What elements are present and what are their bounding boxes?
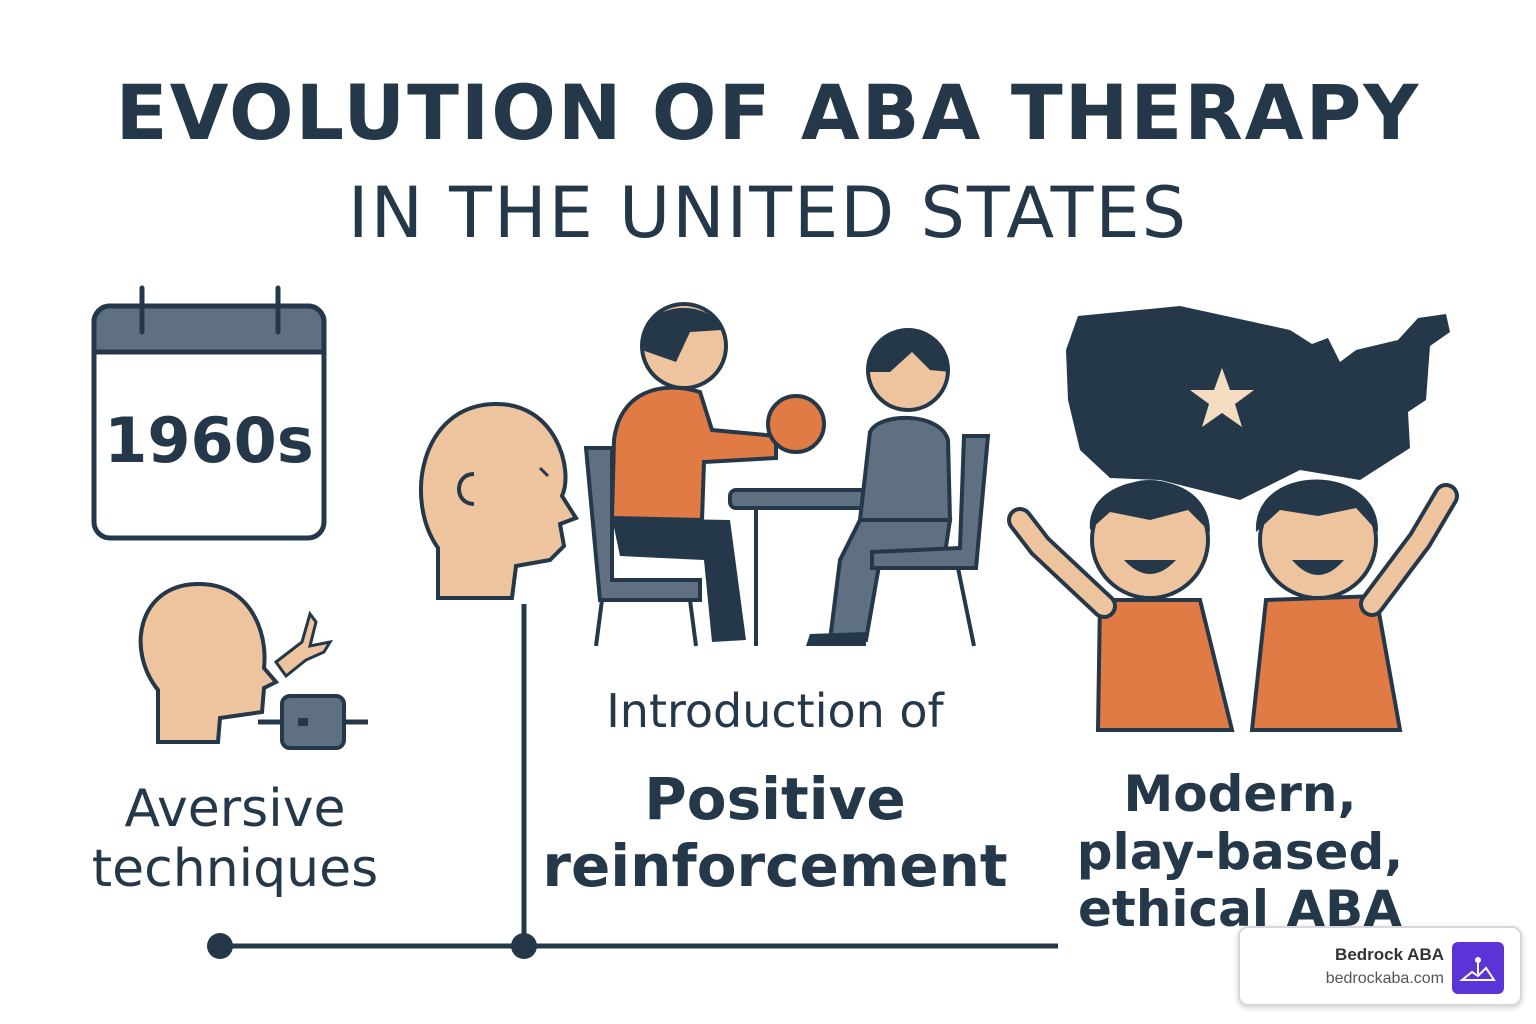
head-icon: [419, 401, 580, 600]
happy-children-icon: [1007, 479, 1459, 732]
star-icon: [1190, 368, 1254, 427]
brand-badge[interactable]: Bedrock ABA bedrockaba.com: [1238, 926, 1522, 1006]
brand-name: Bedrock ABA: [1335, 945, 1444, 964]
stage-positive-label: Positive reinforcement: [542, 765, 1008, 900]
timeline-node-1: [207, 933, 233, 959]
stage-modern-label: Modern, play-based, ethical ABA: [1076, 765, 1404, 938]
brand-url: bedrockaba.com: [1325, 970, 1444, 987]
title-line-2: IN THE UNITED STATES: [347, 172, 1189, 254]
stage-intro-label: Introduction of: [606, 684, 944, 738]
calendar-year: 1960s: [104, 404, 314, 477]
aversive-head-icon: [138, 581, 334, 744]
electric-device-icon: [258, 694, 368, 750]
calendar-icon: [91, 285, 327, 541]
therapy-session-icon: [583, 302, 991, 647]
title-line-1: EVOLUTION OF ABA THERAPY: [115, 68, 1421, 157]
stage-aversive-label: Aversive techniques: [91, 779, 379, 899]
timeline: [207, 604, 1058, 959]
brand-logo-icon: [1452, 942, 1504, 994]
timeline-node-2: [511, 933, 537, 959]
usa-map-icon: [1066, 306, 1450, 500]
